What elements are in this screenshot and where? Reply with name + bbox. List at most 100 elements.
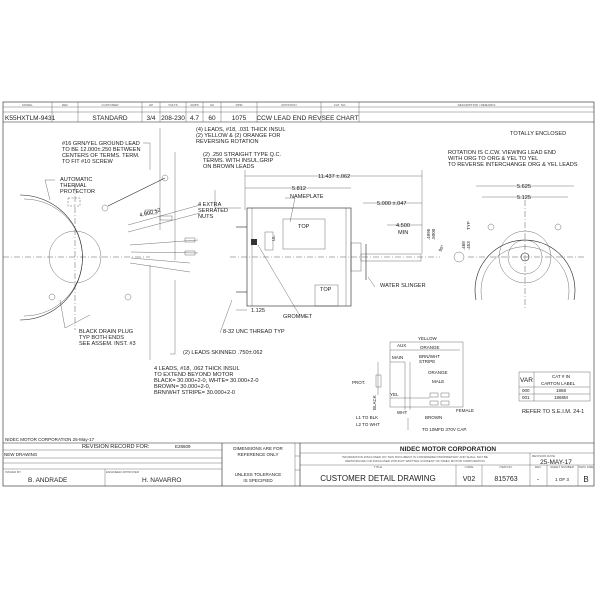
revision-record-label: REVISION RECORD FOR: [82, 444, 150, 450]
label-grommet: GROMMET [283, 314, 313, 320]
note-line: (2) .250 STRAIGHT TYPE Q.C. [203, 152, 282, 158]
dim-flat-depth-1: .468 [461, 241, 466, 250]
note-line: #16 GRN/YEL GROUND LEAD [62, 141, 140, 147]
header-col-label: ROTATION [281, 103, 296, 107]
sheet-label: SHEET NUMBER [550, 465, 575, 469]
tolerance-note: UNLESS TOLERANCE [235, 472, 282, 477]
header-col-value: CCW LEAD END REV [256, 115, 322, 122]
dimensions-note: REFERENCE ONLY [238, 452, 279, 457]
var-cell: 000 [522, 388, 530, 393]
wiring-label: AUX [397, 343, 406, 348]
header-col-value: 208-230 [161, 115, 185, 122]
ecn-number: E28609 [175, 444, 191, 449]
approved-by: H. NAVARRO [142, 477, 182, 484]
sheet-number: 1 OF 3 [555, 477, 569, 482]
wiring-label: L1 TO BLK [356, 415, 378, 420]
drawing-size: B [583, 475, 588, 484]
title-label: TITLE [374, 465, 382, 469]
dim-flat-min: MIN [398, 230, 408, 236]
issued-by: B. ANDRADE [28, 477, 68, 484]
note-line: CENTERS OF TERMS. TERM. [62, 153, 140, 159]
wiring-diagram [375, 341, 464, 430]
rev: - [537, 476, 539, 483]
note-line: BROWN= 30.000+2-0, [154, 384, 211, 390]
dim-shaft-length: 5.000 ±.047 [377, 201, 407, 207]
dim-overall-length: 11.437 ±.062 [318, 174, 350, 180]
shaft-section [453, 251, 465, 263]
wiring-label: YELLOW [418, 336, 438, 341]
cat-cell: 1868 [556, 388, 567, 393]
label-top-2: TOP [320, 287, 332, 293]
carton-header: CARTON LABEL [541, 381, 576, 386]
revision-date-label: REVISION DATE [532, 454, 555, 458]
header-col-label: AMPS [190, 103, 199, 107]
note-line: WITH ORG TO ORG & YEL TO YEL [448, 156, 538, 162]
drawing-frame [2, 101, 595, 487]
header-col-value: 60 [208, 115, 216, 122]
proprietary-notice: REPRODUCED OR DISCLOSED WITHOUT WRITTEN … [345, 459, 485, 463]
grommet [251, 239, 257, 245]
var-cell: 001 [522, 395, 530, 400]
note-leads-031: (4) LEADS, #18, .031 THICK INSUL(2) YELL… [196, 127, 285, 145]
note-line: NUTS [198, 214, 213, 220]
note-line: BRN/WHT STRIPE= 30.000+2-0 [154, 390, 235, 396]
ul-mark: UL [271, 235, 276, 241]
dimension-lines [236, 170, 574, 311]
approved-label: ENGINEER APPROVED [106, 470, 140, 474]
dim-flat-depth-2: .453 [466, 241, 471, 250]
label-thread: 8-32 UNC THREAD TYP [223, 329, 285, 335]
header-col-label: VOLTS [168, 103, 178, 107]
note-leads-skinned: (2) LEADS SKINNED .750±.062 [183, 350, 263, 356]
header-col-label: MODEL [22, 103, 33, 107]
note-line: SERRATED [198, 208, 228, 214]
tolerance-note: IS SPECIFIED [243, 478, 273, 483]
wiring-label: BROWN [425, 415, 442, 420]
label-totally-enclosed: TOTALLY ENCLOSED [510, 131, 566, 137]
header-col-value: STANDARD [92, 115, 128, 122]
wiring-label: YEL [390, 392, 399, 397]
header-col-label: REF [62, 103, 68, 107]
note-line: 4 EXTRA [198, 202, 222, 208]
note-line: ON BROWN LEADS [203, 164, 255, 170]
item-label: ITEM NO. [499, 465, 512, 469]
revision-date: 25-MAY-17 [540, 459, 572, 466]
wiring-label: ORANGE [420, 345, 440, 350]
dim-shaft-dia-min: .4995 [426, 228, 431, 240]
note-line: TO FIT #10 SCREW [62, 159, 113, 165]
wiring-label: WHT [397, 410, 407, 415]
size-label: DWG SIZE [579, 465, 594, 469]
drawing-title: CUSTOMER DETAIL DRAWING [320, 474, 436, 483]
note-line: THERMAL [60, 183, 87, 189]
item-number: 815763 [494, 476, 517, 483]
lead-end-view [3, 174, 201, 330]
note-line: (4) LEADS, #18, .031 THICK INSUL [196, 127, 285, 133]
company-date-stamp: NIDEC MOTOR CORPORATION 25-May-17 [5, 437, 95, 442]
dim-shaft-dia-max: .5000 [431, 228, 436, 240]
shaft [360, 253, 422, 262]
code: V02 [463, 476, 476, 483]
wiring-label: STRIPE [419, 359, 435, 364]
header-col-value: K55HXTLM-9431 [5, 115, 56, 122]
dim-stud: 1.125 [251, 308, 265, 314]
header-col-value: SEE CHART [321, 115, 358, 122]
header-col-label: RPM [236, 103, 243, 107]
wiring-label: PROT. [352, 380, 365, 385]
header-col-label: CAT. NO. [334, 103, 347, 107]
wiring-label: L2 TO WHT [356, 422, 380, 427]
note-line: 4 LEADS, #18, .062 THICK INSUL [154, 366, 240, 372]
wiring-label: BLACK [372, 395, 377, 410]
note-line: (2) YELLOW & (2) ORANGE FOR [196, 133, 280, 139]
note-line: AUTOMATIC [60, 177, 92, 183]
note-line: TYP BOTH ENDS [79, 335, 124, 341]
company-name: NIDEC MOTOR CORPORATION [400, 446, 496, 453]
dim-body-length: 5.812 [292, 186, 306, 192]
note-line: SEE ASSEM. INST. #3 [79, 341, 136, 347]
label-top-1: TOP [298, 224, 310, 230]
label-water-slinger: WATER SLINGER [380, 283, 426, 289]
dim-angle: 90° [438, 244, 446, 253]
